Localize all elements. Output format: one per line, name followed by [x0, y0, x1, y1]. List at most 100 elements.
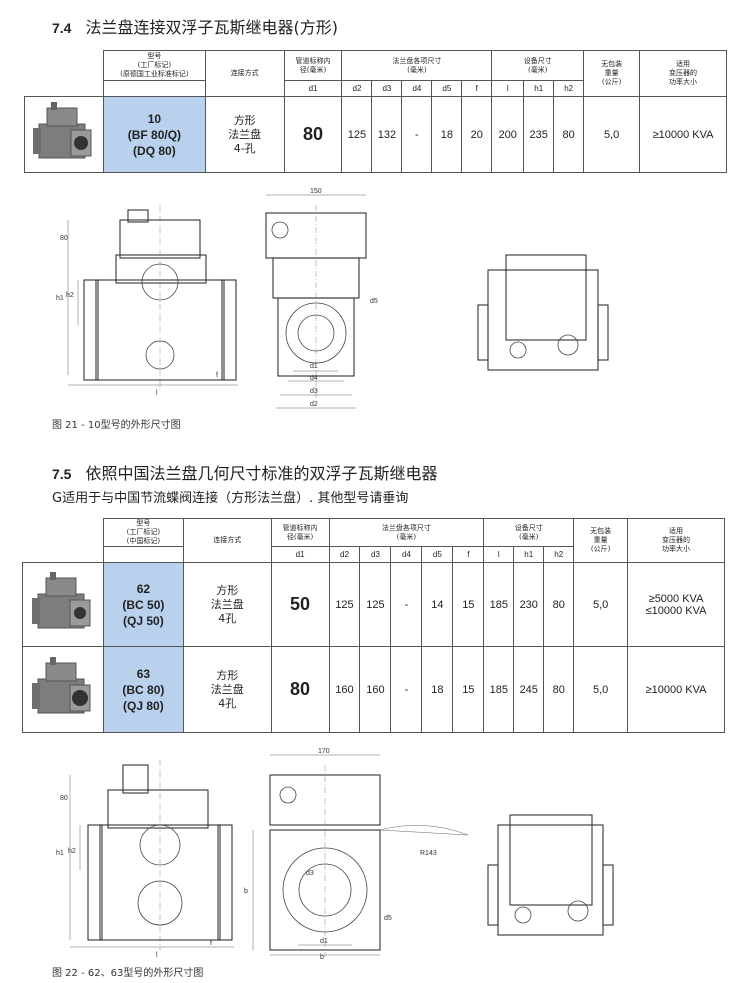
relay-photo — [22, 646, 104, 733]
connection-cell: 方形 法兰盘 4孔 — [182, 562, 272, 647]
relay-photo — [24, 96, 104, 173]
sub-header-d3: d3 — [371, 80, 403, 97]
cell-power: ≥5000 KVA ≤10000 KVA — [627, 562, 725, 647]
side-view: 170 d1 b b d3 d5 R143 — [244, 748, 469, 960]
header-power: 适用 变压器的 功率大小 — [639, 50, 727, 97]
header-device: 设备尺寸 (毫米) — [491, 50, 585, 81]
header-pipe: 管道标称内 径(毫米) — [270, 518, 330, 547]
dim-h1-label: h1 — [56, 850, 64, 857]
cell-d4: - — [390, 646, 423, 733]
dim-d5-label: d5 — [384, 915, 392, 922]
side-view: 150 d1 d4 d3 d2 d5 — [265, 188, 378, 409]
cell-h1: 235 — [523, 96, 555, 173]
spec-table-7-5: 型号 (工厂标记) (中国标记) 连接方式 管道标称内 径(毫米) 法兰盘各项尺… — [22, 518, 725, 733]
dim-l-label: l — [156, 390, 158, 397]
cell-l: 200 — [491, 96, 525, 173]
relay-photo — [22, 562, 104, 647]
dim-d4-label: d4 — [310, 375, 318, 382]
sub-header-d4: d4 — [390, 546, 423, 563]
dim-d2-label: d2 — [310, 401, 318, 408]
sub-header-d4: d4 — [401, 80, 433, 97]
header-weight: 无包装 重量 (公斤) — [573, 518, 629, 563]
dim-d3-label: d3 — [306, 870, 314, 877]
cell-power: ≥10000 KVA — [627, 646, 725, 733]
cell-d5: 18 — [421, 646, 454, 733]
cell-d4: - — [401, 96, 433, 173]
relay-product-image — [31, 572, 91, 629]
cell-weight: 5,0 — [573, 646, 629, 733]
dim-l-label: l — [156, 952, 158, 959]
header-flange: 法兰盘各项尺寸 (毫米) — [341, 50, 493, 81]
section-subtitle: G适用于与中国节流蝶阀连接（方形法兰盘）. 其他型号请垂询 — [52, 491, 409, 506]
dim-f-label: f — [210, 940, 212, 947]
model-cell: 10 (BF 80/Q) (DQ 80) — [102, 96, 206, 173]
cell-d1: 80 — [270, 646, 330, 733]
sub-header-h1: h1 — [513, 546, 545, 563]
spec-table-7-4: 型号 (工厂标记) (原德国工业标准标记) 连接方式 管道标称内 径(毫米) 法… — [24, 50, 727, 173]
dim-h1-label: h1 — [56, 295, 64, 302]
sub-header-l: l — [483, 546, 515, 563]
cell-l: 185 — [483, 646, 515, 733]
header-weight: 无包装 重量 (公斤) — [583, 50, 641, 97]
technical-drawing-fig21: 80 h1 h2 l f 150 d1 d4 d3 d2 d5 — [56, 188, 609, 409]
cell-f: 20 — [461, 96, 493, 173]
cell-d3: 125 — [359, 562, 392, 647]
header-flange: 法兰盘各项尺寸 (毫米) — [328, 518, 485, 547]
table-row: 10 (BF 80/Q) (DQ 80) 方形 法兰盘 4-孔 80 125 1… — [24, 96, 727, 173]
dim-f-label: f — [216, 372, 218, 379]
relay-product-image — [31, 657, 91, 714]
header-connection: 连接方式 — [182, 518, 272, 563]
model-cell: 62 (BC 50) (QJ 50) — [102, 562, 184, 647]
cell-h1: 230 — [513, 562, 545, 647]
connection-cell: 方形 法兰盘 4孔 — [182, 646, 272, 733]
figure-caption-21: 图 21 - 10型号的外形尺寸图 — [52, 420, 181, 431]
dim-d3-label: d3 — [310, 388, 318, 395]
table-row: 62 (BC 50) (QJ 50) 方形 法兰盘 4孔 50 125 125 … — [22, 562, 725, 647]
top-view — [487, 814, 614, 936]
sub-header-l: l — [491, 80, 525, 97]
sub-header-h2: h2 — [543, 546, 575, 563]
front-view: 80 h1 h2 l f — [56, 760, 234, 959]
sub-header-f: f — [452, 546, 485, 563]
header-model: 型号 (工厂标记) (中国标记) — [102, 518, 184, 547]
header-model: 型号 (工厂标记) (原德国工业标准标记) — [102, 50, 206, 81]
sub-header-d2: d2 — [341, 80, 373, 97]
dim-b-bottom-label: b — [320, 954, 324, 960]
dim-d1-label: d1 — [310, 363, 318, 370]
model-cell: 63 (BC 80) (QJ 80) — [102, 646, 184, 733]
cell-d1: 50 — [270, 562, 330, 647]
cell-weight: 5,0 — [573, 562, 629, 647]
connection-cell: 方形 法兰盘 4-孔 — [204, 96, 285, 173]
dim-h2-label: h2 — [68, 848, 76, 855]
technical-drawing-fig22: 80 h1 h2 l f 170 d1 b b d3 d5 R143 — [56, 748, 614, 960]
dim-h2-label: h2 — [66, 292, 74, 299]
relay-product-image — [32, 102, 92, 159]
dim-b-side-label: b — [244, 888, 248, 895]
sub-header-d1: d1 — [270, 546, 330, 563]
cell-h2: 80 — [543, 562, 575, 647]
cell-power: ≥10000 KVA — [639, 96, 727, 173]
dim-top-label: 170 — [318, 748, 330, 755]
cell-weight: 5,0 — [583, 96, 641, 173]
sub-header-d5: d5 — [421, 546, 454, 563]
sub-header-d2: d2 — [328, 546, 361, 563]
top-view — [477, 254, 609, 371]
sub-header-h2: h2 — [553, 80, 585, 97]
cell-d1: 80 — [283, 96, 343, 173]
cell-f: 15 — [452, 646, 485, 733]
sub-header-d1: d1 — [283, 80, 343, 97]
header-power: 适用 变压器的 功率大小 — [627, 518, 725, 563]
table-row: 63 (BC 80) (QJ 80) 方形 法兰盘 4孔 80 160 160 … — [22, 646, 725, 733]
cell-d2: 125 — [341, 96, 373, 173]
cell-d5: 18 — [431, 96, 463, 173]
header-pipe: 管道标称内 径(毫米) — [283, 50, 343, 81]
sub-header-h1: h1 — [523, 80, 555, 97]
header-connection: 连接方式 — [204, 50, 285, 97]
cell-f: 15 — [452, 562, 485, 647]
front-view: 80 h1 h2 l f — [56, 205, 238, 397]
cell-d2: 160 — [328, 646, 361, 733]
cell-d5: 14 — [421, 562, 454, 647]
dim-top-label: 150 — [310, 188, 322, 195]
